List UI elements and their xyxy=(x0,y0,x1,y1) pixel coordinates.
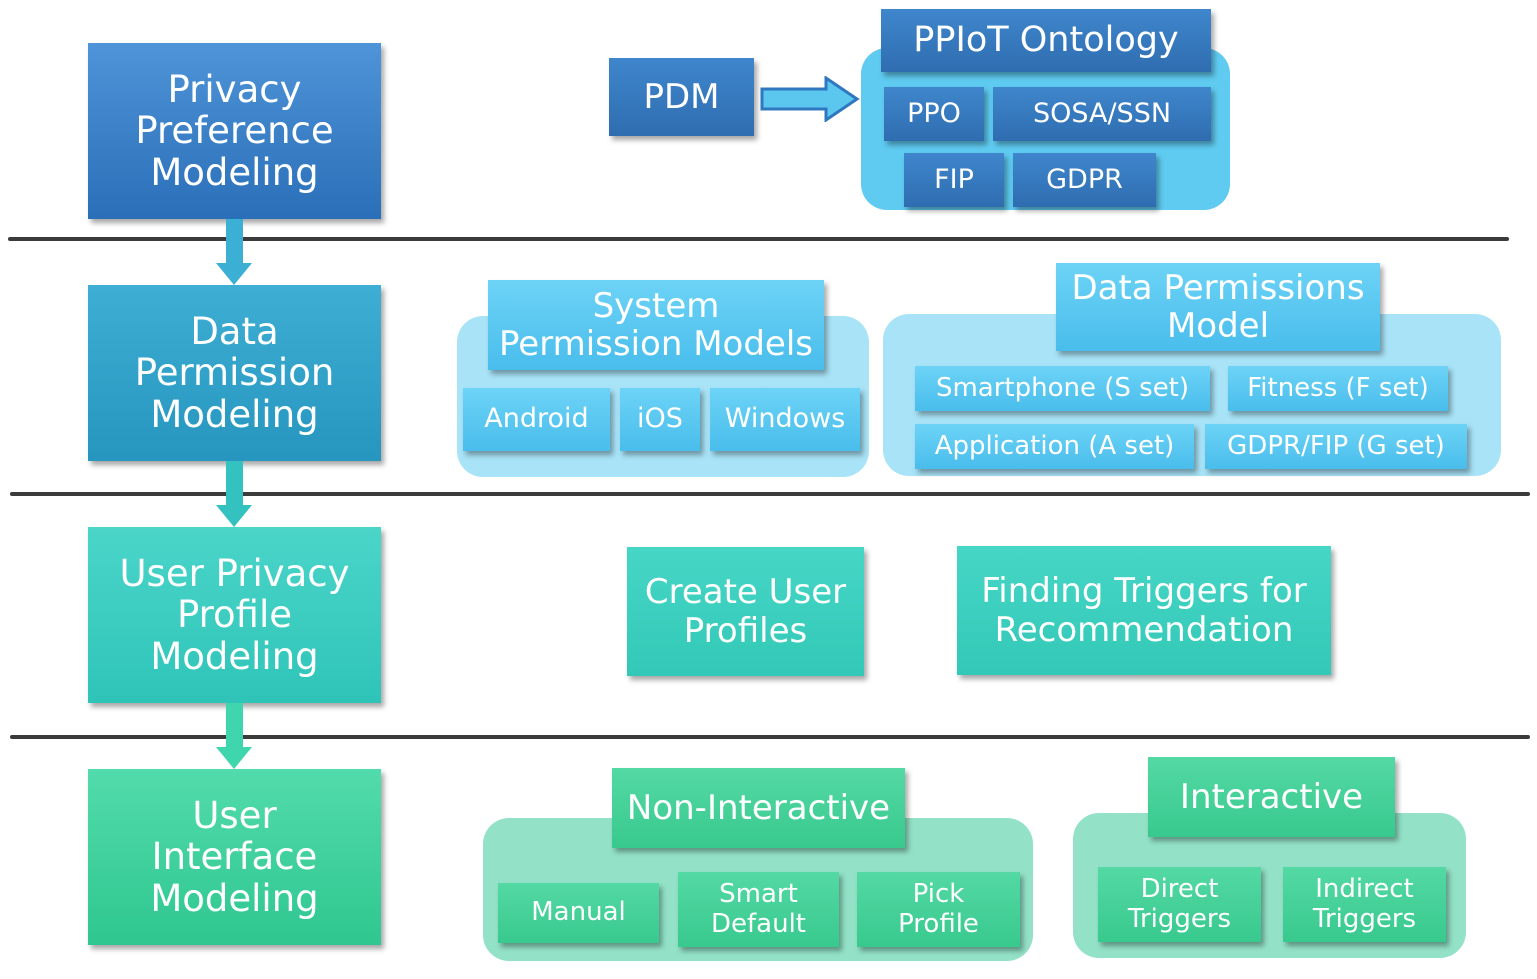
ui-item-direct-triggers: Direct Triggers xyxy=(1098,867,1261,942)
ontology-item-fip: FIP xyxy=(904,153,1004,207)
system-item-ios: iOS xyxy=(620,388,700,451)
create-user-profiles-box: Create User Profiles xyxy=(627,547,864,676)
data-permissions-title: Data Permissions Model xyxy=(1056,263,1380,351)
divider-1 xyxy=(8,237,1509,241)
ontology-item-sosa-ssn: SOSA/SSN xyxy=(993,87,1211,141)
data-item-gdpr-fip: GDPR/FIP (G set) xyxy=(1205,424,1467,469)
system-item-windows: Windows xyxy=(710,388,860,451)
ui-item-manual: Manual xyxy=(498,883,659,943)
stage-data-permission-modeling: Data Permission Modeling xyxy=(88,285,381,461)
ontology-item-gdpr: GDPR xyxy=(1013,153,1156,207)
system-permission-title: System Permission Models xyxy=(488,280,824,370)
finding-triggers-box: Finding Triggers for Recommendation xyxy=(957,546,1331,675)
data-item-application: Application (A set) xyxy=(915,424,1194,469)
interactive-title: Interactive xyxy=(1148,757,1395,837)
divider-3 xyxy=(10,735,1530,739)
stage-privacy-preference-modeling: Privacy Preference Modeling xyxy=(88,43,381,219)
non-interactive-title: Non-Interactive xyxy=(612,768,905,848)
stage-user-privacy-profile-modeling: User Privacy Profile Modeling xyxy=(88,527,381,703)
system-item-android: Android xyxy=(463,388,610,451)
down-arrow-2 xyxy=(216,461,252,527)
pdm-box: PDM xyxy=(609,58,754,136)
ontology-title: PPIoT Ontology xyxy=(881,9,1211,72)
down-arrow-3 xyxy=(216,703,252,769)
ui-item-indirect-triggers: Indirect Triggers xyxy=(1283,867,1446,942)
stage-user-interface-modeling: User Interface Modeling xyxy=(88,769,381,945)
data-item-fitness: Fitness (F set) xyxy=(1228,366,1448,411)
right-arrow xyxy=(760,76,860,122)
ontology-item-ppo: PPO xyxy=(884,87,984,141)
ui-item-pick-profile: Pick Profile xyxy=(857,872,1020,947)
down-arrow-1 xyxy=(216,219,252,285)
divider-2 xyxy=(10,492,1530,496)
data-item-smartphone: Smartphone (S set) xyxy=(915,366,1210,411)
ui-item-smart-default: Smart Default xyxy=(678,872,839,947)
